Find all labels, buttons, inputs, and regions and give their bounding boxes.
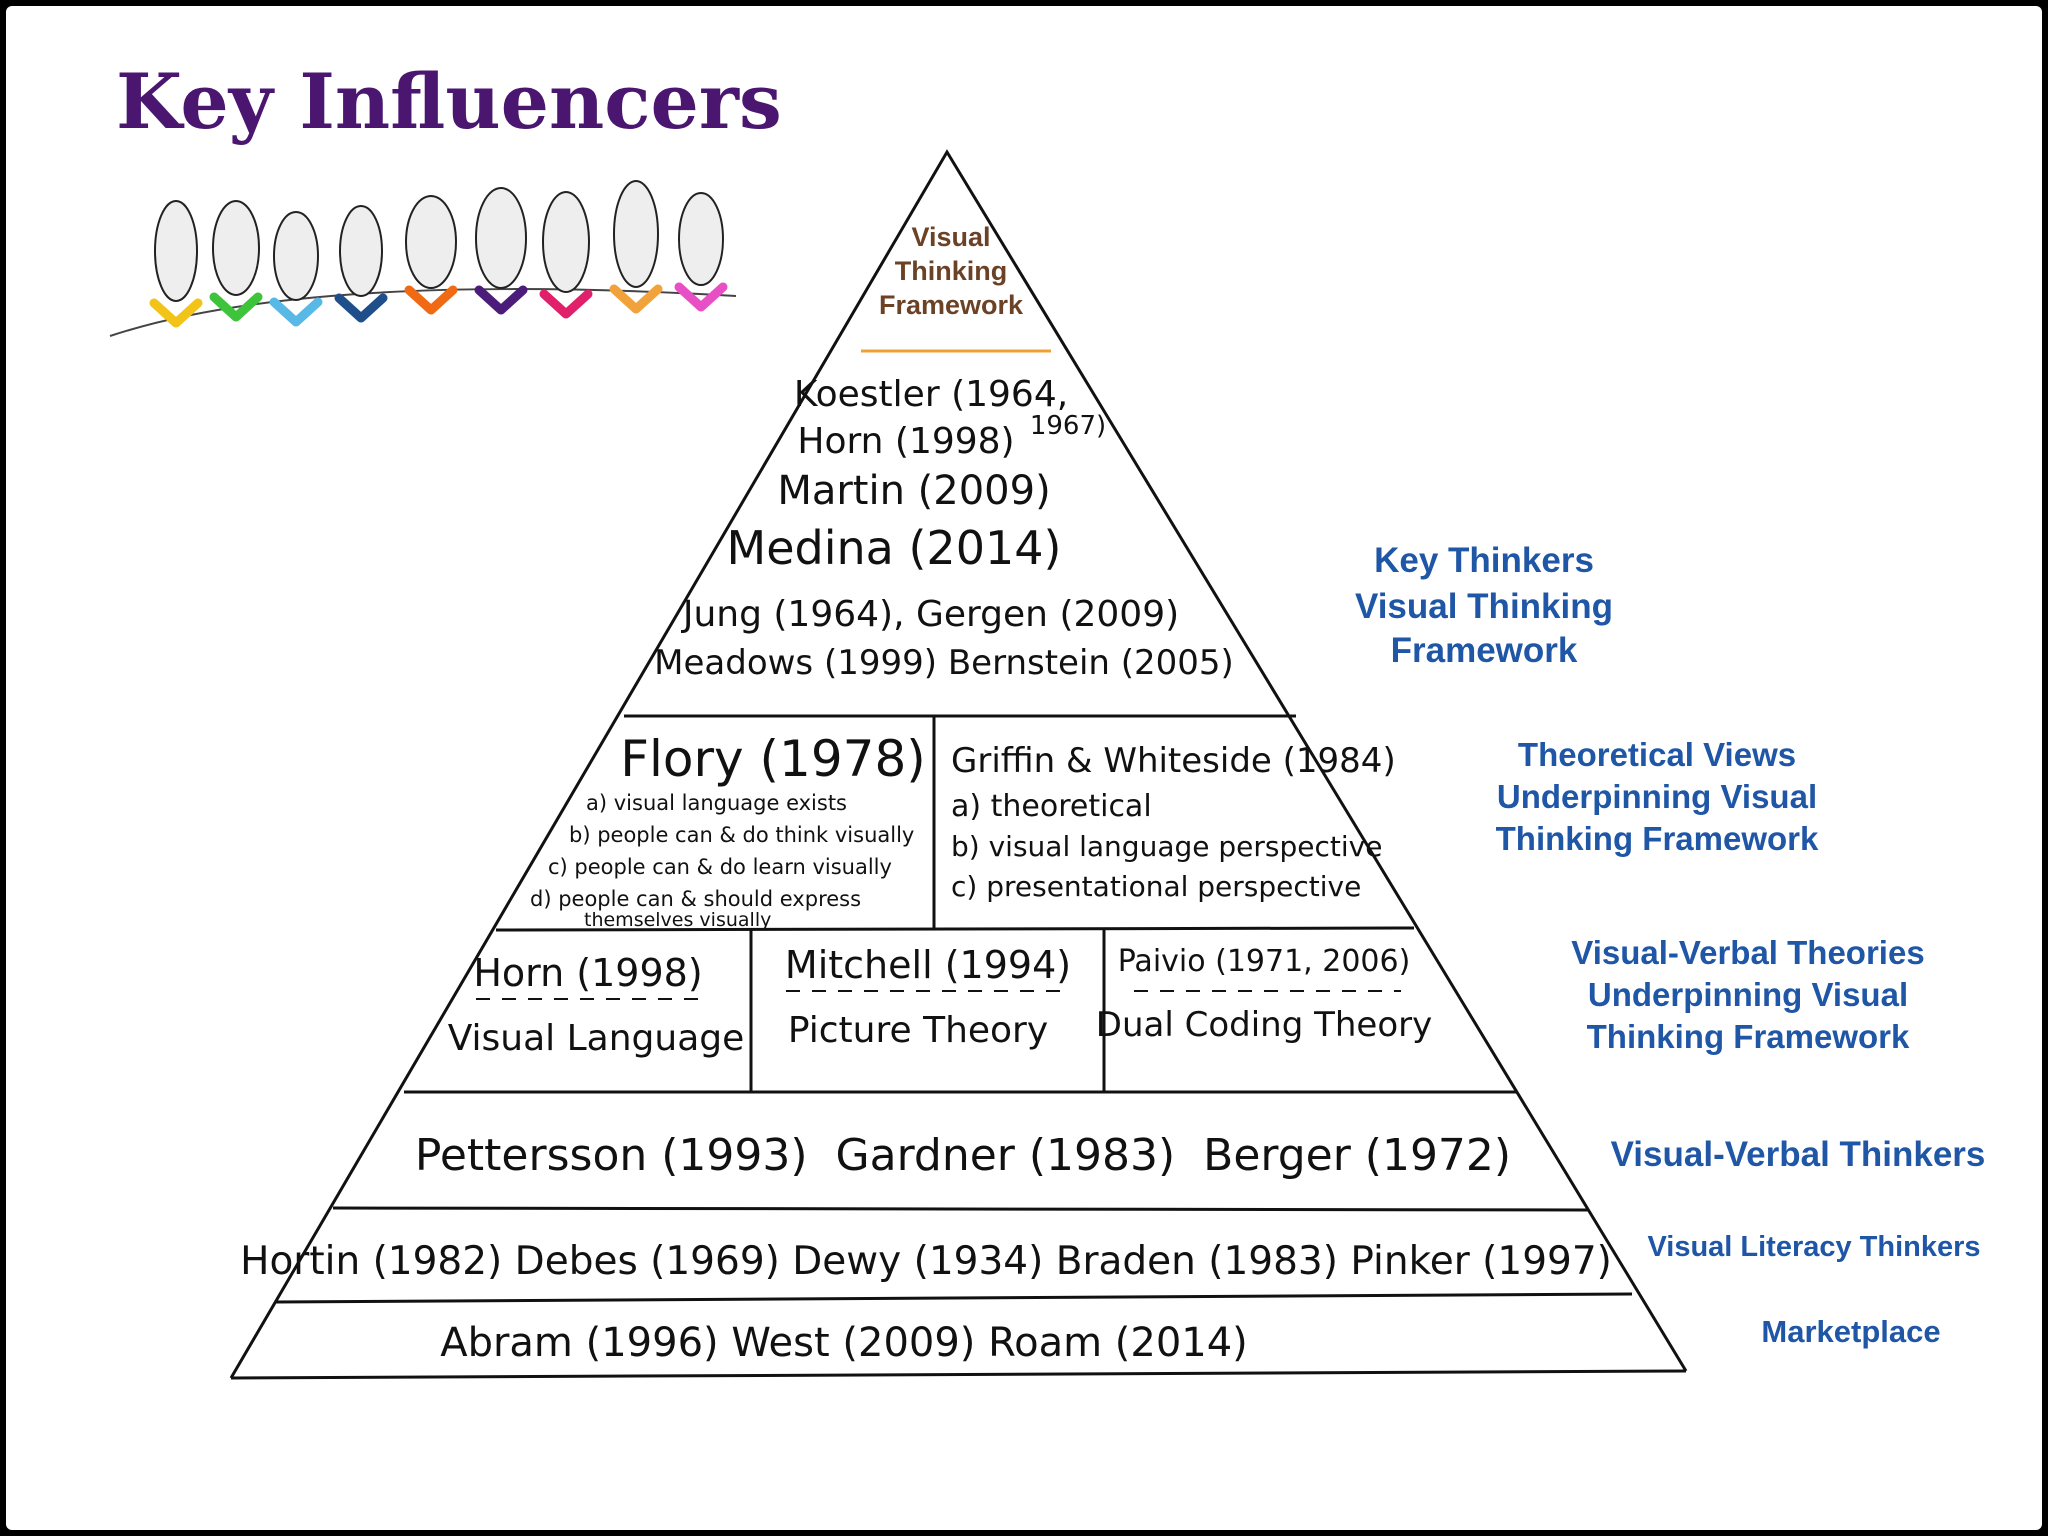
figure-head-4	[339, 205, 383, 297]
figure-scarf-1	[149, 298, 203, 328]
figure-head-8	[613, 180, 659, 288]
apex-label: Visual Thinking Framework	[879, 222, 1024, 320]
tier-theoretical-views: Flory (1978) a) visual language exists b…	[530, 730, 1396, 931]
key-thinkers-horn: Horn (1998)	[797, 421, 1014, 462]
flory-point-c: c) people can & do learn visually	[548, 855, 892, 879]
theory-author-mitchell: Mitchell (1994)	[785, 943, 1071, 987]
tier-visual-verbal-theories: Horn (1998) Visual Language Mitchell (19…	[448, 943, 1433, 1059]
tier-visual-literacy-thinkers: Hortin (1982) Debes (1969) Dewy (1934) B…	[240, 1239, 1612, 1284]
figure-head-3	[273, 211, 319, 301]
figure-head-7	[542, 191, 590, 293]
tier-key-thinkers: Koestler (1964, 1967) Horn (1998) Martin…	[654, 374, 1234, 683]
side-label-key-thinkers-line2: Visual Thinking	[1355, 587, 1613, 626]
griffin-point-b: b) visual language perspective	[951, 830, 1382, 863]
figure-scarf-6	[474, 285, 528, 315]
tier-line-4	[332, 1206, 1589, 1212]
side-label-theoretical-line3: Thinking Framework	[1496, 820, 1819, 857]
theory-name-dual-coding: Dual Coding Theory	[1096, 1005, 1432, 1045]
figure-scarf-8	[609, 284, 663, 314]
figure-head-5	[405, 195, 457, 289]
tier-line-2	[495, 926, 1415, 932]
side-label-key-thinkers-line1: Key Thinkers	[1374, 541, 1594, 580]
side-label-key-thinkers-line3: Framework	[1391, 631, 1578, 670]
side-label-vv-theories-line1: Visual-Verbal Theories	[1571, 934, 1924, 971]
side-labels: Key Thinkers Visual Thinking Framework T…	[1355, 541, 1985, 1349]
flory-heading: Flory (1978)	[620, 730, 926, 788]
pyramid-base	[230, 1369, 1687, 1380]
key-thinkers-medina: Medina (2014)	[727, 521, 1062, 575]
figure-scarf-4	[334, 293, 388, 323]
pyramid-outline	[229, 149, 1688, 1380]
side-label-literacy-thinkers: Visual Literacy Thinkers	[1647, 1231, 1980, 1263]
theory-name-visual-language: Visual Language	[448, 1018, 745, 1059]
griffin-point-c: c) presentational perspective	[951, 870, 1361, 903]
flory-point-b: b) people can & do think visually	[569, 823, 914, 847]
apex-label-line1: Visual	[911, 222, 990, 252]
figure-head-2	[212, 200, 260, 296]
flory-point-d-line2: themselves visually	[584, 909, 771, 931]
side-label-theoretical-line2: Underpinning Visual	[1497, 778, 1817, 815]
key-thinkers-koestler-years: 1967)	[1030, 411, 1106, 441]
griffin-heading: Griffin & Whiteside (1984)	[951, 741, 1396, 781]
theory-name-picture-theory: Picture Theory	[788, 1010, 1048, 1051]
theory-author-paivio: Paivio (1971, 2006)	[1118, 944, 1411, 979]
figure-head-1	[154, 200, 198, 302]
page-title: Key Influencers	[116, 57, 782, 146]
tier-marketplace: Abram (1996) West (2009) Roam (2014)	[440, 1320, 1248, 1366]
side-label-vv-theories-line3: Thinking Framework	[1587, 1018, 1910, 1055]
key-thinkers-jung-gergen: Jung (1964), Gergen (2009)	[681, 594, 1179, 635]
figure-scarf-3	[269, 297, 323, 327]
key-thinkers-meadows-bernstein: Meadows (1999) Bernstein (2005)	[654, 643, 1234, 683]
people-arms-line	[109, 288, 737, 337]
side-label-marketplace: Marketplace	[1761, 1314, 1940, 1349]
side-label-vv-thinkers: Visual-Verbal Thinkers	[1611, 1135, 1986, 1174]
apex-label-line2: Thinking	[895, 256, 1007, 286]
figure-scarf-2	[209, 292, 263, 322]
pyramid-sides	[229, 149, 1688, 1379]
people-illustration	[109, 180, 737, 337]
theory-author-horn: Horn (1998)	[473, 951, 702, 995]
figure-scarf-9	[674, 282, 728, 312]
slide: Key Influencers Visual Thinking Framewor…	[6, 6, 2042, 1530]
figure-head-6	[475, 187, 527, 289]
tier-visual-verbal-thinkers: Pettersson (1993) Gardner (1983) Berger …	[415, 1130, 1511, 1181]
figure-scarf-7	[539, 289, 593, 319]
side-label-theoretical-line1: Theoretical Views	[1518, 736, 1796, 773]
apex-label-line3: Framework	[879, 290, 1024, 320]
figure-scarf-5	[404, 285, 458, 315]
pyramid-diagram: Key Influencers Visual Thinking Framewor…	[109, 57, 1985, 1380]
key-thinkers-koestler: Koestler (1964,	[794, 374, 1068, 415]
flory-point-a: a) visual language exists	[586, 791, 847, 815]
side-label-vv-theories-line2: Underpinning Visual	[1588, 976, 1908, 1013]
griffin-point-a: a) theoretical	[951, 789, 1152, 824]
key-thinkers-martin: Martin (2009)	[777, 468, 1050, 514]
figure-head-9	[678, 192, 724, 286]
tier-line-5	[275, 1292, 1633, 1304]
flory-point-d-line1: d) people can & should express	[530, 887, 861, 911]
